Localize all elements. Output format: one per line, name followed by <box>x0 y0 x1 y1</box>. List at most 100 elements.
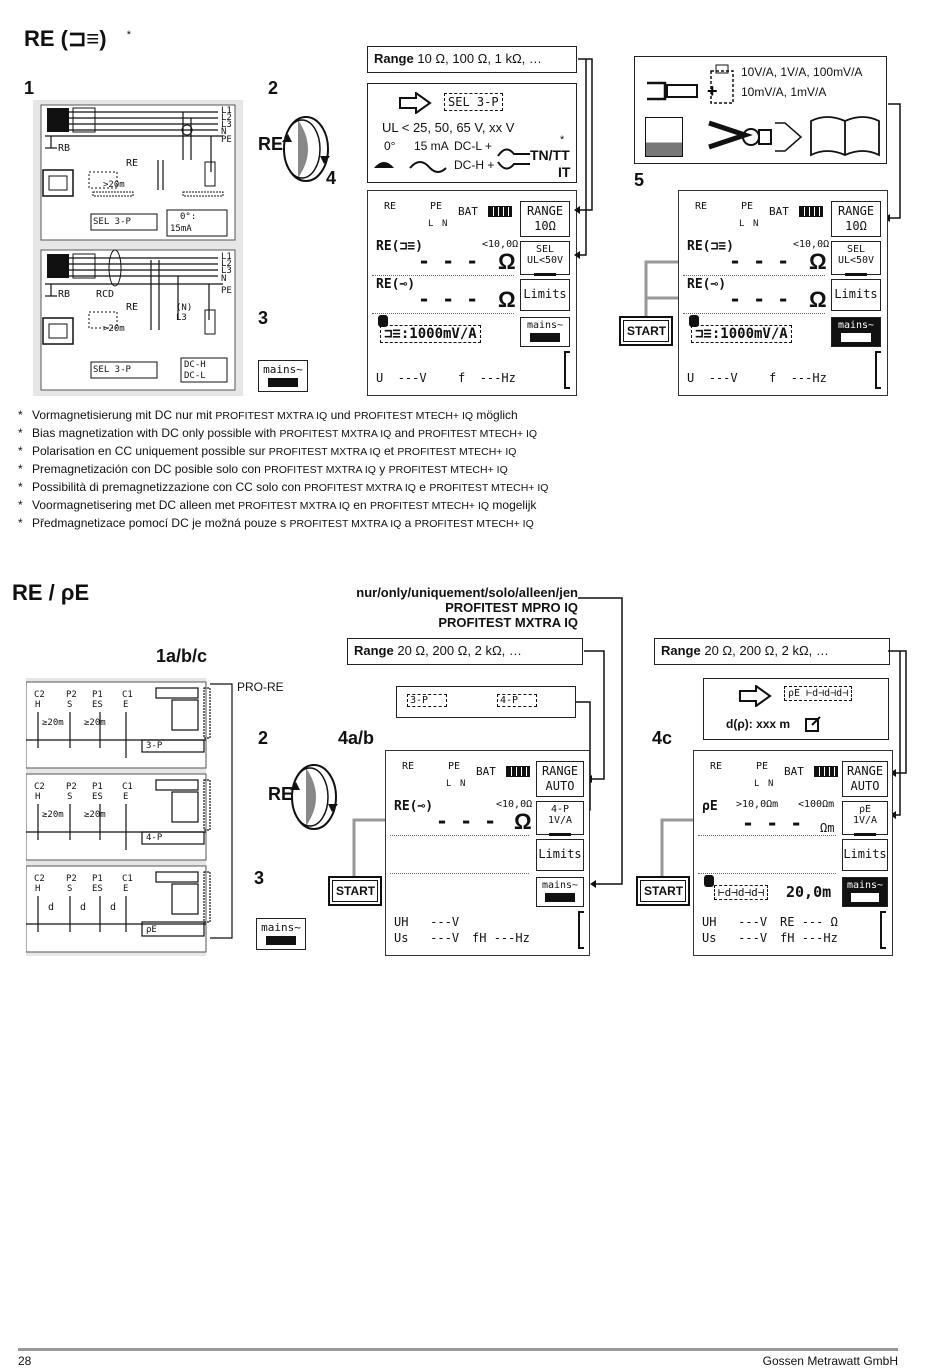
manual-book-icon <box>810 116 880 157</box>
wiring-bot-l3: L3 <box>221 266 232 276</box>
only-note-arrow <box>578 597 623 888</box>
screen3-n: N <box>460 779 466 789</box>
edit-icon <box>805 716 821 732</box>
ew-key-3p: 3-P <box>146 741 163 751</box>
screen1-mains-key[interactable]: mains~ <box>520 317 570 347</box>
screen4-re2: RE --- Ω <box>780 915 838 929</box>
step-2b: 2 <box>258 728 269 748</box>
wiring-top-l1: L1 <box>221 106 232 116</box>
only-line-3: PROFITEST MXTRA IQ <box>438 615 578 630</box>
screen2-re-clamp: RE(⊐≡) <box>687 239 734 254</box>
screen1-re: RE <box>384 201 397 212</box>
range-box-1: Range 10 Ω, 100 Ω, 1 kΩ, … <box>367 46 577 73</box>
screen3-mains-key[interactable]: mains~ <box>536 877 584 907</box>
ew-h-2: H <box>35 792 41 802</box>
distance-box: ρE ⊢d⊣d⊣d⊣ d(ρ): xxx m <box>703 678 889 740</box>
screen2-dashes-2: - - - <box>729 287 790 311</box>
probe-select-box: 3-P 4-P <box>396 686 576 718</box>
mains-key-1[interactable]: mains~ <box>258 360 308 392</box>
screen4-re: RE <box>710 761 723 772</box>
only-line-2: PROFITEST MPRO IQ <box>445 600 578 615</box>
clamp-ranges-2: 10mV/A, 1mV/A <box>741 85 827 99</box>
wiring-diagram-schematic <box>40 104 236 391</box>
screen4-pe: PE <box>756 761 769 772</box>
battery-icon <box>268 378 298 387</box>
wiring-top-ma: 15mA <box>170 224 192 234</box>
screen2-limits-key[interactable]: Limits <box>831 279 881 311</box>
screen1-clamp-val: ⊐≡:1000mV/A <box>380 325 481 343</box>
earth-wiring-schematic <box>26 681 233 953</box>
mains-key-2[interactable]: mains~ <box>256 918 306 950</box>
config-box: SEL 3-P UL < 25, 50, 65 V, xx V 0° 15 mA… <box>367 83 577 183</box>
screen4-n: N <box>768 779 774 789</box>
probe-4p: 4-P <box>497 694 538 707</box>
screen4-lim2: <100Ωm <box>798 799 835 810</box>
section2-title: RE / ρE <box>12 580 90 605</box>
config-tntt: TN/TT <box>530 147 570 163</box>
start-button-3[interactable]: START <box>636 876 690 906</box>
screen1-ohm-2: Ω <box>498 287 516 312</box>
screen4-info-icon <box>704 875 714 887</box>
screen3-re: RE <box>402 761 415 772</box>
wiring-bot-l1: L1 <box>221 252 232 262</box>
wiring-bot-n: N <box>221 274 227 284</box>
screen1-limits-key[interactable]: Limits <box>520 279 570 311</box>
probe-3p: 3-P <box>407 694 448 707</box>
arrow-right-icon <box>399 92 432 114</box>
wiring-top-l2: L2 <box>221 113 232 123</box>
screen2-mains-key[interactable]: mains~ <box>831 317 881 347</box>
screen1-dashes-1: - - - <box>418 249 479 273</box>
config-dcl: DC-L + <box>454 139 492 153</box>
ew-es-3: ES <box>92 884 103 894</box>
start-button-1[interactable]: START <box>619 316 673 346</box>
config-it: IT <box>558 164 571 180</box>
screen1-ohm-1: Ω <box>498 249 516 274</box>
screen2-bat: BAT <box>769 205 789 218</box>
step-1abc: 1a/b/c <box>156 646 208 666</box>
config-zero-deg: 0° <box>384 139 396 153</box>
screen4-rho: ρE <box>702 799 718 814</box>
section1-title: RE (⊐≡) * <box>24 26 132 51</box>
start-button-2[interactable]: START <box>328 876 382 906</box>
config-current: 15 mA <box>414 139 449 153</box>
screen3-limits-key[interactable]: Limits <box>536 839 584 871</box>
screen1-n: N <box>442 219 448 229</box>
screen3-us: Us ---V <box>394 931 460 945</box>
screen2-re: RE <box>695 201 708 212</box>
ew-h-3: H <box>35 884 41 894</box>
ew-p2-2: P2 <box>66 782 77 792</box>
page-number: 28 <box>18 1354 32 1368</box>
footnote-es: *Premagnetización con DC posible solo co… <box>18 462 508 476</box>
screen3-re-probe: RE(⊸) <box>394 799 434 814</box>
ew-d-3: d <box>110 902 117 913</box>
step-3b: 3 <box>254 868 265 888</box>
pro-re-label: PRO-RE <box>237 680 284 694</box>
ew-dist-1b: ≥20m <box>84 718 106 728</box>
clamp-plug-icon: + <box>647 81 718 101</box>
screen1-l: L <box>428 219 434 229</box>
wiring-bot-rcd: RCD <box>96 289 115 300</box>
step-5: 5 <box>634 170 645 190</box>
step-3: 3 <box>258 308 269 328</box>
range-arrow-3 <box>888 650 907 819</box>
screen4-mains-key[interactable]: mains~ <box>842 877 888 907</box>
screen4-limits-key[interactable]: Limits <box>842 839 888 871</box>
distance-rho-key: ρE ⊢d⊣d⊣d⊣ <box>784 686 853 701</box>
re-selector-label-2: RE <box>268 784 294 804</box>
ew-e-3: E <box>123 884 129 894</box>
screen3-limit: <10,0Ω <box>496 799 533 810</box>
wiring-bot-re: RE <box>126 302 139 313</box>
screen2-u: U ---V <box>687 371 738 385</box>
screen1-info-icon <box>378 315 388 327</box>
wiring-bot-dcl: DC-L <box>184 371 206 381</box>
